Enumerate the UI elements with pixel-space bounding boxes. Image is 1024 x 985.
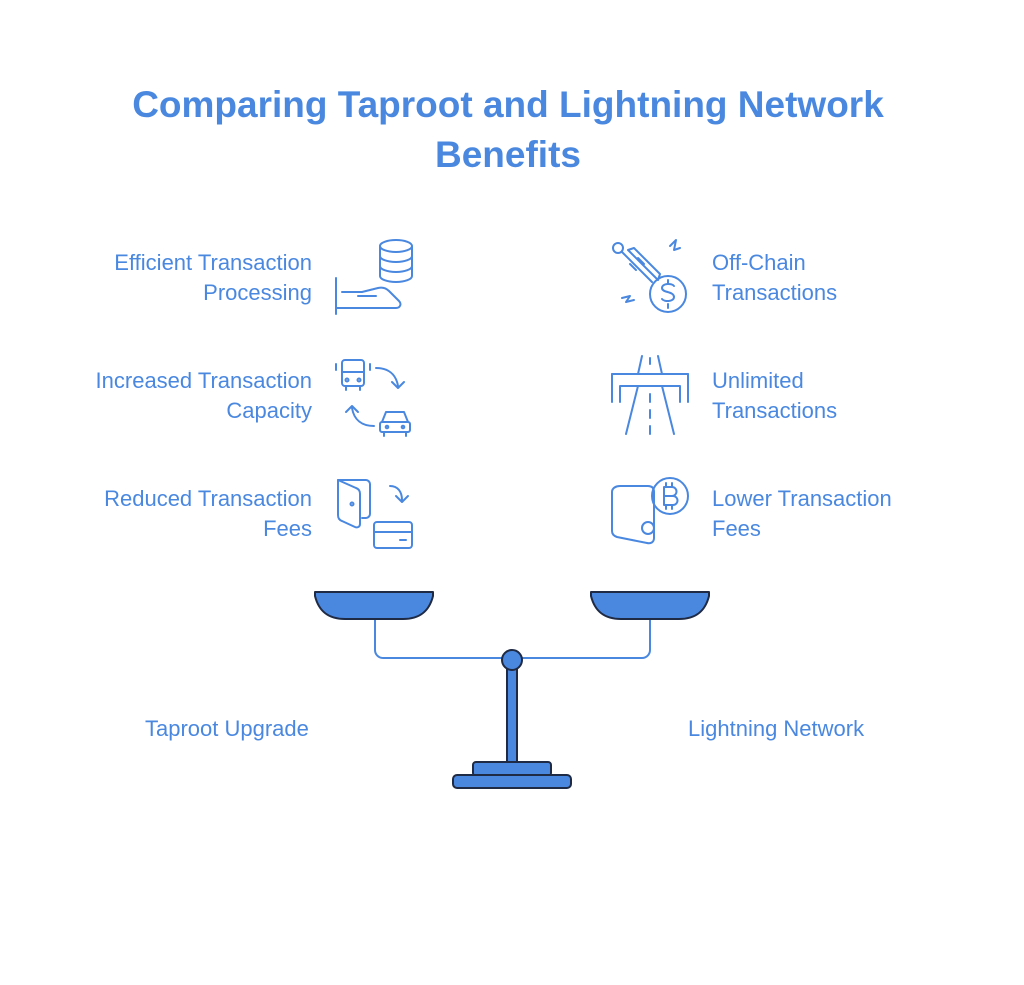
wallet-bitcoin-icon <box>608 474 692 556</box>
title-line-2: Benefits <box>435 134 581 175</box>
taproot-benefit-increased-capacity: Increased Transaction Capacity <box>95 368 312 423</box>
taproot-benefit-reduced-fees: Reduced Transaction Fees <box>104 486 312 541</box>
lightning-benefit-lower-fees: Lower Transaction Fees <box>712 486 892 541</box>
lightning-benefit-unlimited: Unlimited Transactions <box>712 368 838 423</box>
right-pan <box>590 591 710 620</box>
highway-bridge-icon <box>608 354 692 438</box>
plug-dollar-icon <box>608 236 692 318</box>
scale-post <box>506 664 518 764</box>
scale-base-top <box>472 761 552 777</box>
taproot-upgrade-label: Taproot Upgrade <box>145 716 309 741</box>
lightning-benefit-off-chain: Off-Chain Transactions <box>712 250 838 305</box>
lightning-network-label: Lightning Network <box>688 716 865 741</box>
scale-pivot <box>501 649 523 671</box>
bus-car-exchange-icon <box>334 356 418 438</box>
scale-beam <box>374 620 651 659</box>
left-pan <box>314 591 434 620</box>
taproot-benefit-efficient-processing: Efficient Transaction Processing <box>114 250 312 305</box>
wallet-card-icon <box>334 474 418 556</box>
database-hand-icon <box>332 236 422 318</box>
title-line-1: Comparing Taproot and Lightning Network <box>132 84 884 125</box>
scale-base-bottom <box>452 774 572 789</box>
page-title: Comparing Taproot and Lightning Network … <box>0 80 1016 180</box>
